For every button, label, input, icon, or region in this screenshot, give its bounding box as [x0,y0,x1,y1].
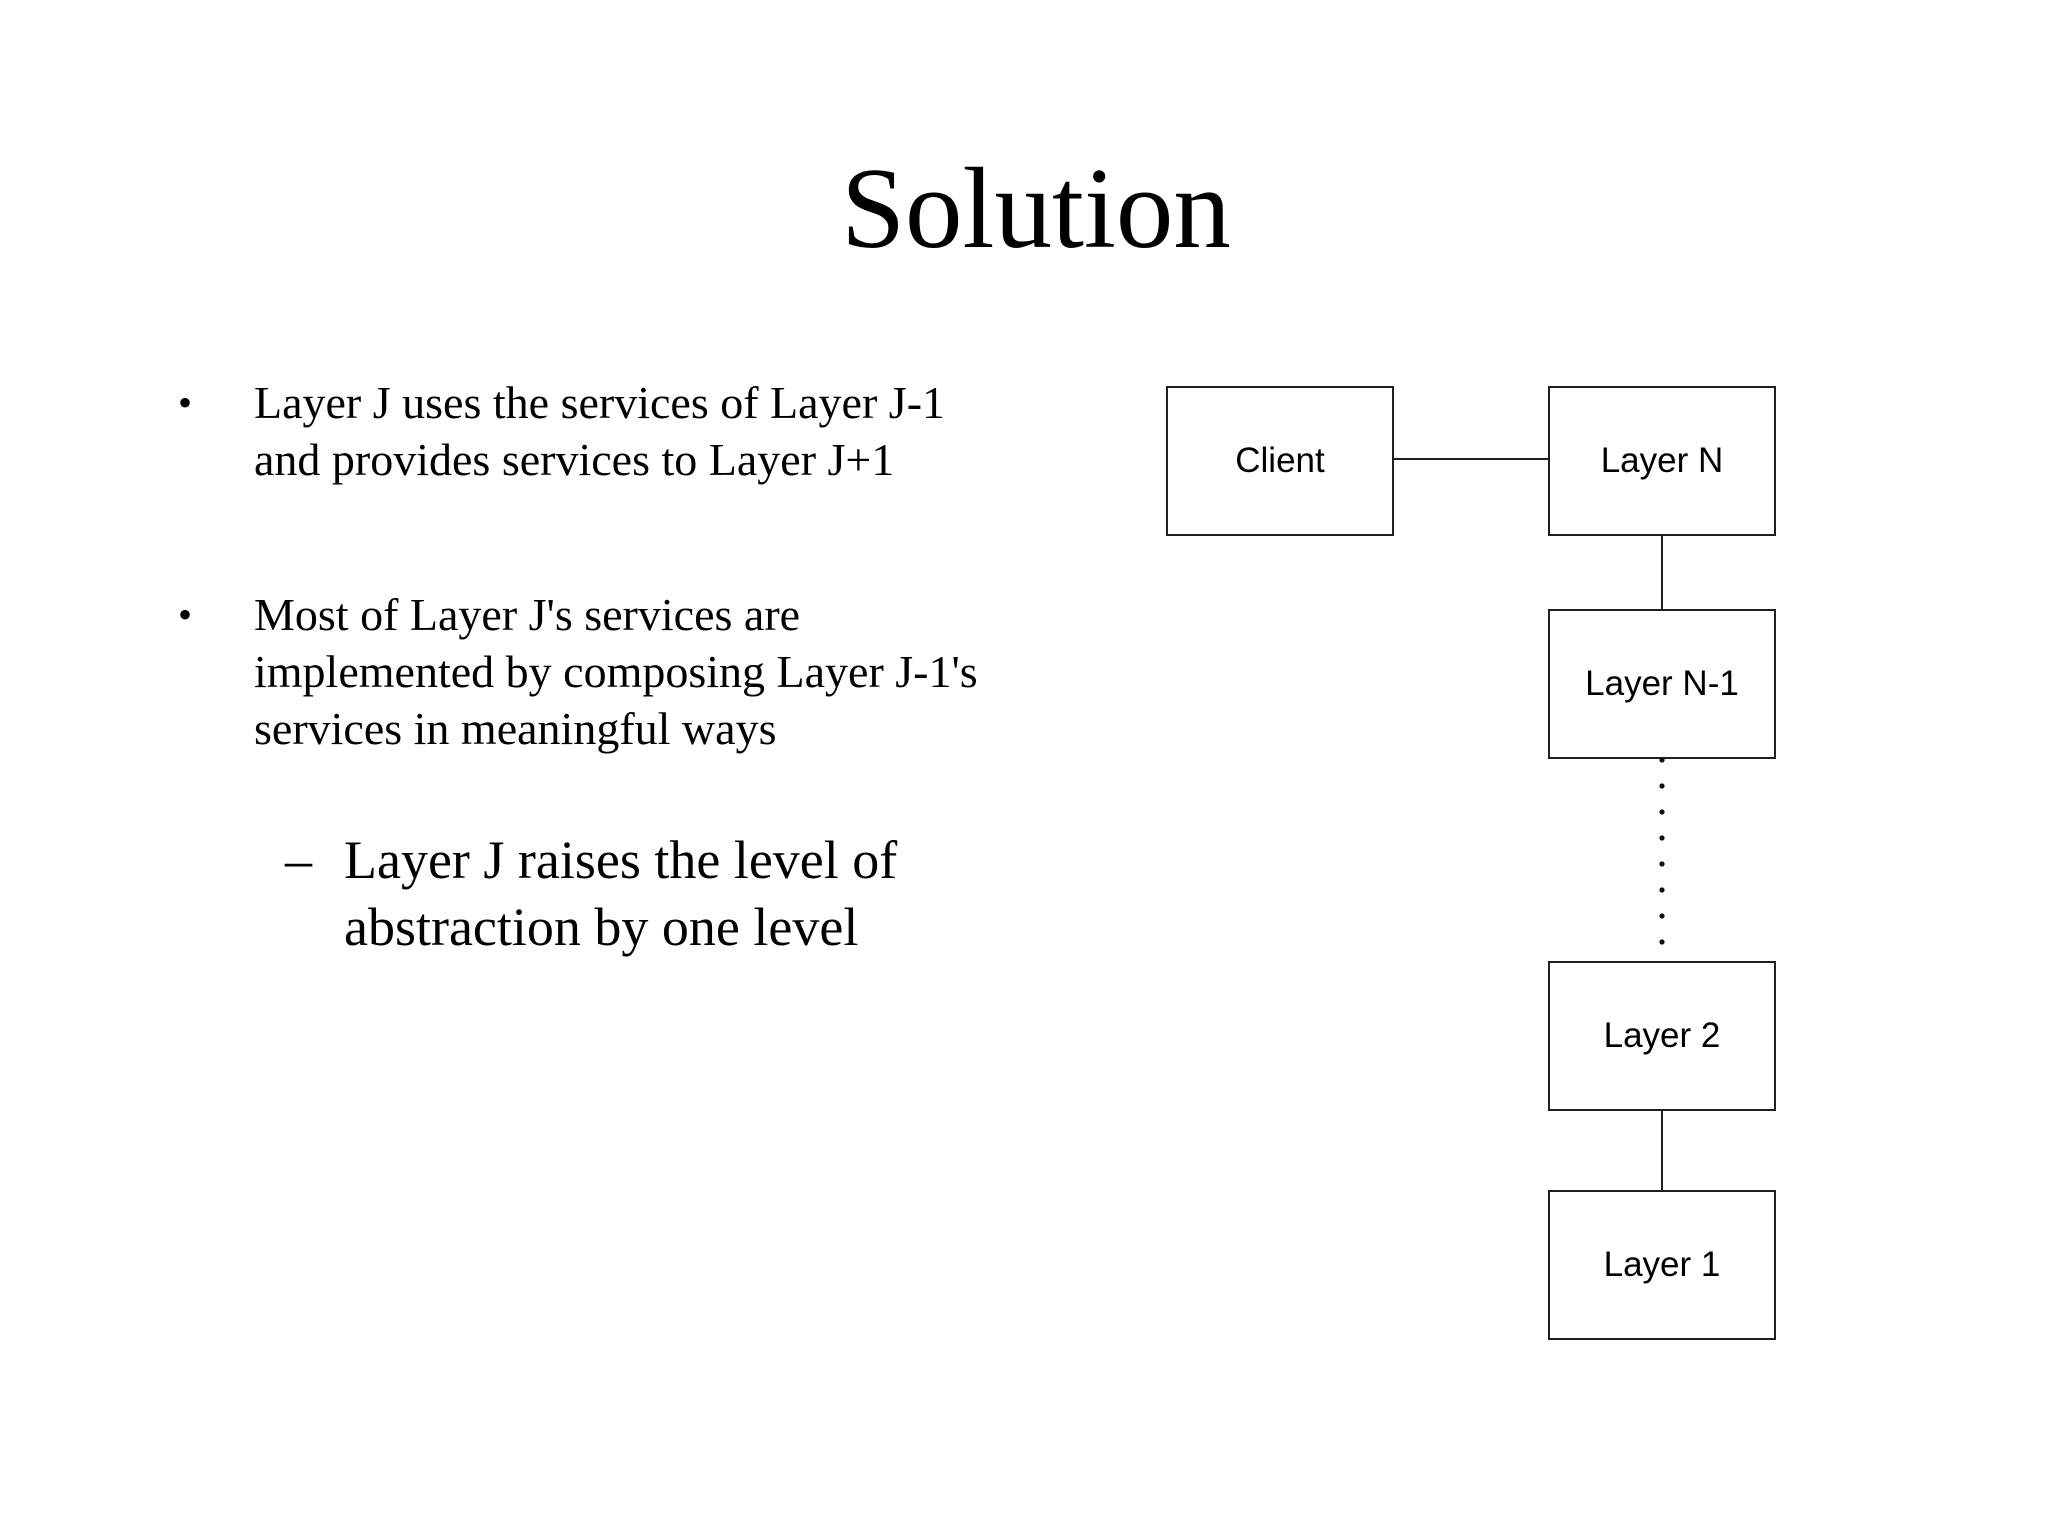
box-label-layer-2: Layer 2 [1603,1015,1721,1055]
diagram-box-layer-1: Layer 1 [1548,1190,1776,1340]
sub-bullet-item: – Layer J raises the level of abstractio… [285,827,1044,961]
bullet-1-text: Layer J uses the services of Layer J-1 a… [254,377,946,485]
box-label-layer-n: Layer N [1600,440,1724,480]
connector-layer-n-to-layer-n-1 [1661,536,1663,609]
bullet-dot-marker: • [178,380,193,425]
diagram-box-layer-2: Layer 2 [1548,961,1776,1111]
dotted-connector-layer-n-1-to-layer-2 [1659,756,1665,958]
diagram-box-layer-n: Layer N [1548,386,1776,536]
box-label-client: Client [1235,440,1325,480]
connector-layer-2-to-layer-1 [1661,1111,1663,1190]
diagram-box-client: Client [1166,386,1394,536]
diagram-box-layer-n-1: Layer N-1 [1548,609,1776,759]
connector-client-to-layer-n [1394,458,1548,460]
box-label-layer-n-1: Layer N-1 [1585,663,1739,703]
slide-title: Solution [841,145,1231,272]
bullet-2-text: Most of Layer J's services are implement… [254,589,978,754]
sub-bullet-text: Layer J raises the level of abstraction … [344,830,898,957]
bullet-item-2: • Most of Layer J's services are impleme… [178,586,1034,757]
bullet-item-1: • Layer J uses the services of Layer J-1… [178,374,1034,488]
box-label-layer-1: Layer 1 [1603,1244,1721,1284]
dash-marker: – [285,830,312,890]
bullet-dot-marker: • [178,592,193,637]
